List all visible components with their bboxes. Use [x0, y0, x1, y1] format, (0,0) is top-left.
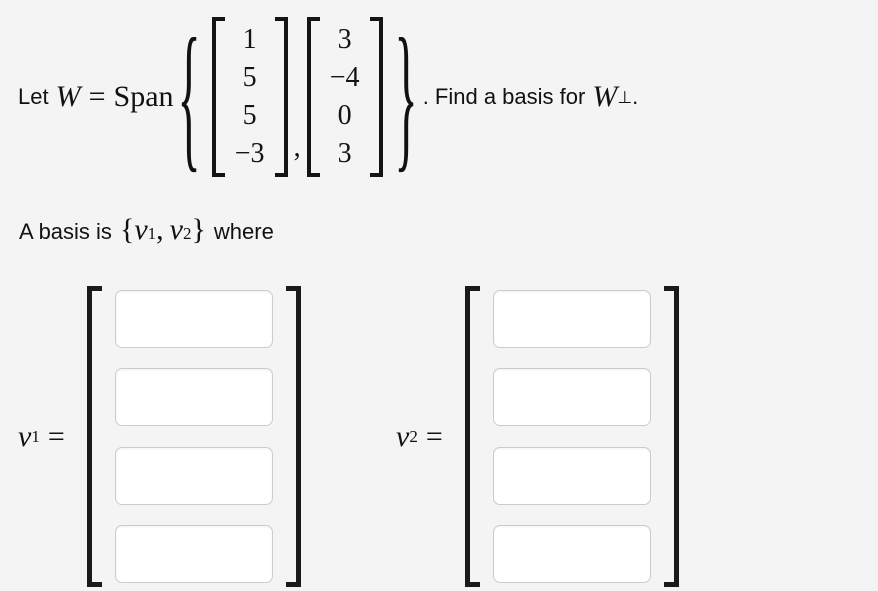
problem-statement: Let W = Span { 1 5 5 −3 , 3 −4 0 3 } . F… — [18, 8, 860, 186]
bracket-right-icon — [663, 286, 679, 587]
basis-vector-1-subscript: 1 — [147, 224, 157, 243]
bracket-left-icon — [306, 17, 320, 177]
equals-sign: = — [88, 80, 106, 113]
vector-entry: −3 — [234, 137, 265, 169]
v1-matrix — [86, 286, 301, 587]
v2-entry-4[interactable] — [492, 524, 651, 583]
sentence-period: . — [632, 84, 639, 109]
set-brace-close: } — [394, 4, 418, 186]
basis-prefix: A basis is — [19, 219, 112, 244]
vector-entry: 3 — [337, 137, 352, 169]
basis-vector-2-subscript: 2 — [183, 224, 192, 243]
perpendicular-icon: ⊥ — [617, 87, 633, 107]
vector-entry: 5 — [242, 61, 257, 93]
set-brace-open: { — [176, 4, 201, 186]
spanning-vector-2: 3 −4 0 3 — [306, 17, 383, 177]
v1-label-equals: = — [47, 419, 65, 453]
basis-brace-open: { — [119, 213, 135, 246]
bracket-left-icon — [464, 286, 480, 587]
v1-entry-3[interactable] — [114, 446, 273, 505]
v1-entry-2[interactable] — [114, 368, 273, 427]
basis-brace-close: } — [191, 213, 206, 246]
basis-comma: , — [156, 213, 164, 246]
spanning-vector-2-entries: 3 −4 0 3 — [320, 17, 370, 177]
vector-entry: 3 — [337, 23, 352, 55]
v1-label-subscript: 1 — [31, 427, 40, 446]
v2-entry-1[interactable] — [492, 290, 651, 348]
orthogonal-complement-symbol: W — [592, 80, 618, 113]
v2-label-symbol: v — [396, 419, 410, 453]
v1-entry-4[interactable] — [114, 524, 273, 583]
v2-entry-2[interactable] — [492, 368, 651, 427]
spanning-vector-1-entries: 1 5 5 −3 — [225, 17, 275, 177]
bracket-left-icon — [86, 286, 102, 587]
v2-input-stack — [480, 286, 664, 587]
v1-input-stack — [102, 286, 286, 587]
basis-suffix: where — [213, 219, 274, 244]
subspace-symbol-w: W — [55, 80, 81, 113]
basis-vector-1-symbol: v — [134, 213, 148, 246]
v2-matrix — [464, 286, 679, 587]
bracket-left-icon — [211, 17, 225, 177]
vector-entry: 5 — [242, 99, 257, 131]
v2-label-subscript: 2 — [409, 427, 418, 446]
vector-entry: −4 — [329, 61, 360, 93]
spanning-vector-1: 1 5 5 −3 — [211, 17, 288, 177]
bracket-right-icon — [285, 286, 301, 587]
bracket-right-icon — [274, 17, 288, 177]
vector-entry: 1 — [242, 23, 257, 55]
v2-entry-3[interactable] — [492, 446, 651, 505]
v1-label-symbol: v — [18, 419, 32, 453]
bracket-right-icon — [369, 17, 383, 177]
span-operator: Span — [113, 80, 174, 113]
vector-entry: 0 — [337, 99, 352, 131]
basis-vector-2-symbol: v — [169, 213, 183, 246]
vector-separator-comma: , — [293, 132, 301, 163]
v1-entry-1[interactable] — [114, 290, 273, 348]
v2-label-equals: = — [425, 419, 443, 453]
let-word: Let — [18, 84, 49, 109]
question-text: . Find a basis for — [422, 84, 586, 109]
